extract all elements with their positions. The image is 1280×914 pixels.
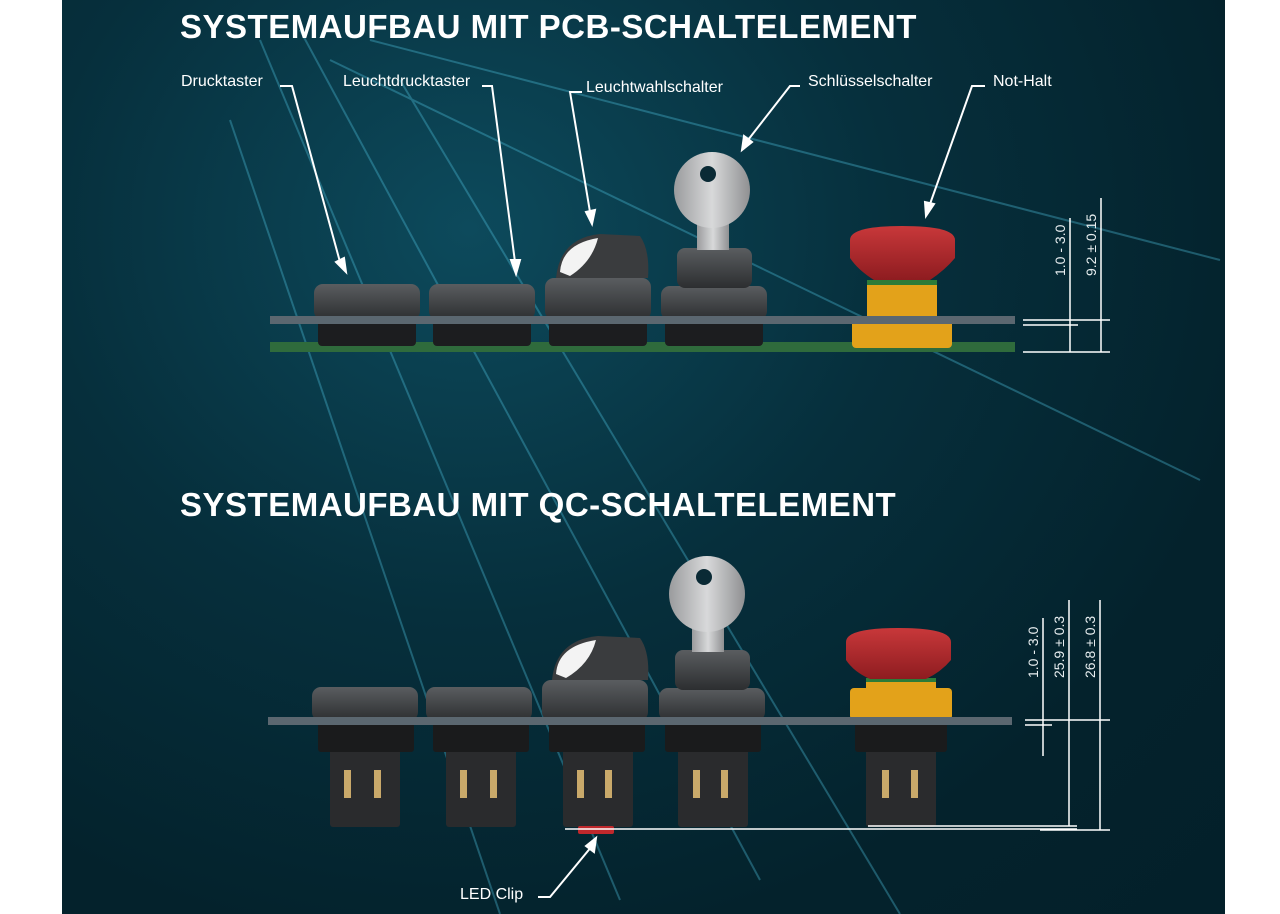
section-title-pcb: SYSTEMAUFBAU MIT PCB-SCHALTELEMENT (180, 8, 917, 45)
dimension-label-pcb-height: 9.2 ± 0.15 (1083, 213, 1099, 276)
dimension-label-qc-height-led: 26.8 ± 0.3 (1082, 615, 1098, 678)
section-title-qc: SYSTEMAUFBAU MIT QC-SCHALTELEMENT (180, 486, 897, 523)
dimension-label-panel-thickness: 1.0 - 3.0 (1052, 224, 1068, 276)
qc-assembly (268, 556, 1012, 834)
label-leuchtdrucktaster: Leuchtdrucktaster (343, 73, 471, 90)
label-drucktaster: Drucktaster (181, 73, 263, 90)
label-led-clip: LED Clip (460, 886, 524, 903)
dimension-lines (565, 198, 1110, 831)
led-clip (578, 826, 614, 834)
switch-not-halt (850, 226, 955, 348)
dimension-label-qc-height: 25.9 ± 0.3 (1051, 615, 1067, 678)
pcb-assembly (270, 152, 1015, 352)
switch-leuchtdrucktaster (429, 284, 535, 346)
diagram-background (62, 0, 1225, 914)
switch-drucktaster (314, 284, 420, 346)
switch-schluesselschalter (661, 152, 767, 346)
leader-arrows (280, 85, 985, 898)
dimension-label-panel-thickness-qc: 1.0 - 3.0 (1025, 626, 1041, 678)
switch-leuchtwahlschalter (545, 234, 651, 346)
label-leuchtwahlschalter: Leuchtwahlschalter (586, 79, 723, 96)
pcb-board (270, 342, 1015, 352)
label-not-halt: Not-Halt (993, 73, 1052, 90)
light-rays (229, 29, 1221, 914)
label-schluesselschalter: Schlüsselschalter (808, 73, 933, 90)
front-panel (270, 316, 1015, 324)
